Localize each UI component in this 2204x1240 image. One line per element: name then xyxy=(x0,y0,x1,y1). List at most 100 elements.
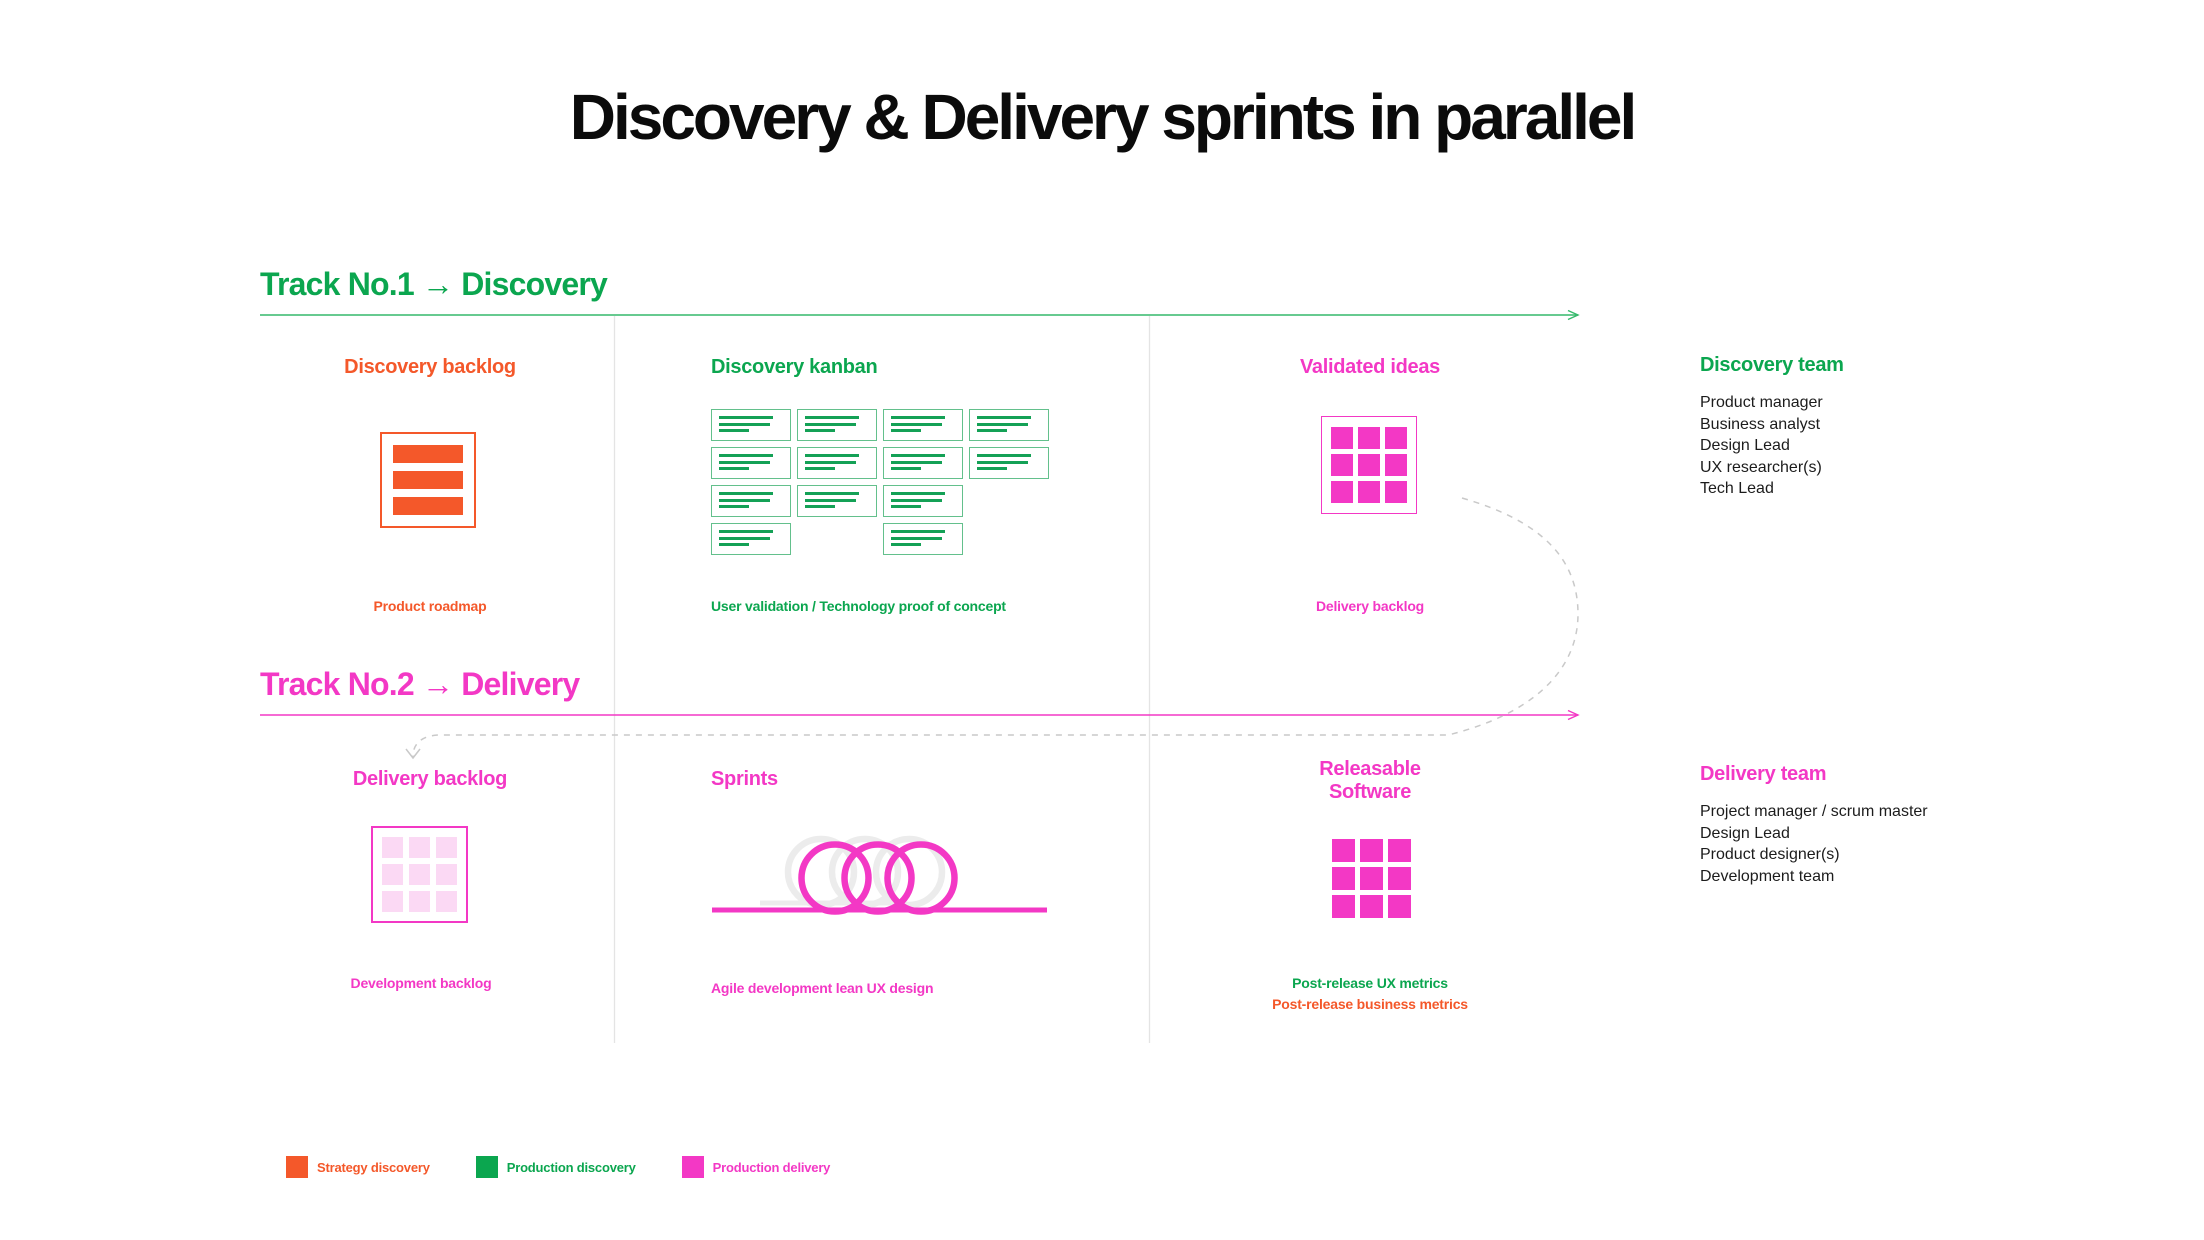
legend-swatch xyxy=(475,1156,498,1178)
delivery-team-heading: Delivery team xyxy=(1700,763,1827,785)
sprints-heading: Sprints xyxy=(711,768,778,790)
team-member: Product designer(s) xyxy=(1700,846,1840,863)
kanban-card-line xyxy=(719,422,770,426)
grid-cell xyxy=(1360,867,1383,890)
kanban-card xyxy=(797,447,877,479)
releasable-line2: Software xyxy=(1328,781,1412,803)
kanban-card xyxy=(883,409,963,441)
kanban-card-line xyxy=(891,416,945,419)
page-title: Discovery & Delivery sprints in parallel xyxy=(569,81,1638,153)
grid-cell xyxy=(436,891,457,912)
roadmap-bar xyxy=(393,445,463,463)
grid-cell xyxy=(1385,454,1407,476)
kanban-card-line xyxy=(805,416,859,419)
agile-development-caption: Agile development lean UX design xyxy=(711,980,934,996)
grid-cell xyxy=(1360,895,1383,918)
grid-cell xyxy=(1385,481,1407,503)
track2-arrow-line xyxy=(260,709,1580,721)
kanban-card xyxy=(711,523,791,555)
delivery-backlog-heading: Delivery backlog xyxy=(352,768,508,790)
kanban-card-line xyxy=(805,460,856,464)
kanban-card-line xyxy=(719,467,750,470)
grid-cell xyxy=(1358,427,1380,449)
kanban-card xyxy=(711,447,791,479)
discovery-kanban-heading: Discovery kanban xyxy=(711,356,878,378)
kanban-card xyxy=(969,409,1049,441)
team-member: Design Lead xyxy=(1700,437,1790,454)
idea-grid xyxy=(1331,427,1407,503)
roadmap-bar xyxy=(393,497,463,515)
kanban-card-line xyxy=(977,416,1031,419)
grid-cell xyxy=(1331,427,1353,449)
idea-grid xyxy=(1332,839,1411,918)
grid-cell xyxy=(1358,454,1380,476)
kanban-card-line xyxy=(805,422,856,426)
grid-cell xyxy=(1331,481,1353,503)
kanban-card-line xyxy=(977,422,1028,426)
grid-cell xyxy=(382,864,403,885)
team-member: Business analyst xyxy=(1700,415,1821,433)
product-roadmap-icon xyxy=(380,432,476,528)
grid-cell xyxy=(382,891,403,912)
releasable-line1: Releasable xyxy=(1319,758,1421,780)
kanban-card xyxy=(711,485,791,517)
kanban-card xyxy=(711,409,791,441)
legend-item: Production discovery xyxy=(475,1156,636,1178)
kanban-card-line xyxy=(891,536,942,540)
grid-cell xyxy=(1332,839,1355,862)
kanban-card-line xyxy=(977,467,1008,470)
kanban-card xyxy=(883,523,963,555)
grid-cell xyxy=(409,864,430,885)
product-roadmap-caption: Product roadmap xyxy=(373,598,487,614)
kanban-card-line xyxy=(719,429,750,432)
grid-cell xyxy=(436,837,457,858)
kanban-card-line xyxy=(891,492,945,495)
team-member: UX researcher(s) xyxy=(1700,458,1822,476)
post-release-business-caption: Post-release business metrics xyxy=(1272,996,1468,1012)
kanban-card-line xyxy=(719,530,773,533)
kanban-card-line xyxy=(719,460,770,464)
kanban-empty-slot xyxy=(969,523,1049,555)
team-member: Development team xyxy=(1700,867,1835,885)
grid-cell xyxy=(1358,481,1380,503)
kanban-card xyxy=(797,409,877,441)
grid-cell xyxy=(1385,427,1407,449)
kanban-card-line xyxy=(891,505,922,508)
kanban-card-line xyxy=(891,498,942,502)
kanban-card-line xyxy=(805,429,836,432)
legend-item: Strategy discovery xyxy=(286,1156,430,1178)
team-member: Design Lead xyxy=(1700,824,1790,842)
grid-cell xyxy=(436,864,457,885)
kanban-card-line xyxy=(805,454,859,457)
validated-ideas-grid-icon xyxy=(1321,416,1417,514)
track1-heading: Track No.1 → Discovery xyxy=(260,266,608,302)
kanban-card-line xyxy=(891,530,945,533)
kanban-card-line xyxy=(891,422,942,426)
validated-ideas-heading: Validated ideas xyxy=(1299,356,1440,378)
kanban-card-line xyxy=(805,505,836,508)
grid-cell xyxy=(1332,895,1355,918)
kanban-card-line xyxy=(719,505,750,508)
kanban-card-line xyxy=(719,454,773,457)
releasable-software-grid-icon xyxy=(1332,839,1411,918)
delivery-backlog-grid-icon xyxy=(371,826,468,923)
kanban-card-line xyxy=(891,429,922,432)
legend-label: Strategy discovery xyxy=(317,1159,430,1175)
grid-cell xyxy=(1332,867,1355,890)
legend-swatch xyxy=(681,1156,704,1178)
idea-grid xyxy=(382,837,457,912)
kanban-card-line xyxy=(719,492,773,495)
post-release-ux-caption: Post-release UX metrics xyxy=(1292,975,1448,991)
legend-item: Production delivery xyxy=(681,1156,830,1178)
track2-heading: Track No.2 → Delivery xyxy=(260,666,580,702)
kanban-card xyxy=(883,447,963,479)
kanban-card-line xyxy=(805,492,859,495)
kanban-card-line xyxy=(805,467,836,470)
discovery-team-heading: Discovery team xyxy=(1700,354,1844,376)
kanban-card-line xyxy=(719,416,773,419)
kanban-card-line xyxy=(977,460,1028,464)
